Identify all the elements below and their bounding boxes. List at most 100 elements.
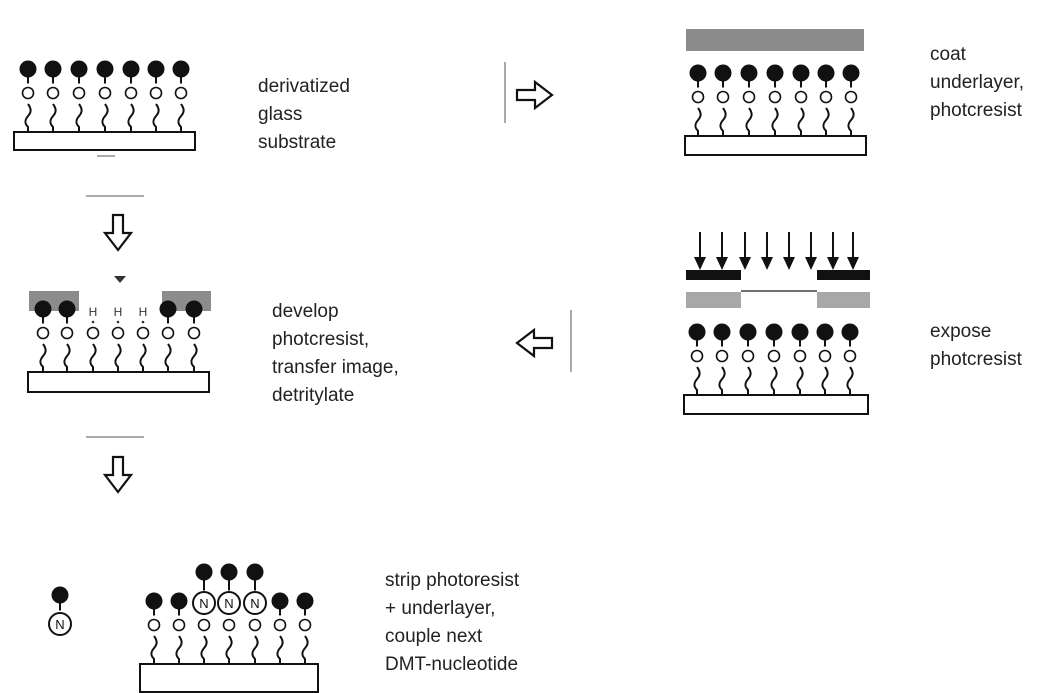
down-process-arrow-icon	[102, 213, 134, 252]
linker-squiggle-icon	[301, 635, 309, 663]
nucleotide-base-circle-icon	[217, 591, 241, 615]
deprotected-hydroxyl-label: H	[139, 305, 148, 319]
uv-light-down-arrow-icon	[847, 257, 859, 270]
nucleotide-base-label: N	[224, 596, 233, 611]
nucleotide-base-label: N	[250, 596, 259, 611]
dmt-filled-circle-icon	[195, 563, 213, 581]
spacer-open-circle-icon	[844, 90, 858, 104]
linker-squiggle-icon	[75, 103, 83, 131]
dmt-filled-circle-icon	[147, 60, 165, 78]
caption-derivatized-substrate: derivatized glass substrate	[258, 73, 350, 157]
spacer-open-circle-icon	[273, 618, 287, 632]
dmt-filled-circle-icon	[122, 60, 140, 78]
spacer-open-circle-icon	[98, 86, 112, 100]
spacer-open-circle-icon	[111, 326, 125, 340]
dmt-filled-circle-icon	[172, 60, 190, 78]
panel-expose	[683, 232, 870, 415]
uv-light-down-arrow-icon	[694, 257, 706, 270]
glass-substrate	[683, 394, 869, 415]
arrow-down-develop	[102, 213, 134, 252]
linker-squiggle-icon	[796, 366, 804, 394]
dmt-filled-circle-icon	[739, 323, 757, 341]
spacer-open-circle-icon	[818, 349, 832, 363]
glass-substrate	[684, 135, 867, 156]
spacer-open-circle-icon	[174, 86, 188, 100]
spacer-open-circle-icon	[72, 86, 86, 100]
dmt-filled-circle-icon	[44, 60, 62, 78]
dmt-filled-circle-icon	[19, 60, 37, 78]
dmt-filled-circle-icon	[740, 64, 758, 82]
caption-expose: expose photcresist	[930, 318, 1022, 374]
dmt-filled-circle-icon	[271, 592, 289, 610]
panel-coat	[684, 29, 867, 156]
spacer-open-circle-icon	[794, 90, 808, 104]
arrow-right-coat	[515, 79, 554, 111]
linker-squiggle-icon	[251, 635, 259, 663]
caption-line: photcresist,	[272, 329, 370, 350]
dmt-filled-circle-icon	[96, 60, 114, 78]
dmt-filled-circle-icon	[185, 300, 203, 318]
caption-line: substrate	[258, 132, 337, 153]
caption-line: underlayer,	[930, 72, 1025, 93]
spacer-open-circle-icon	[149, 86, 163, 100]
spacer-open-circle-icon	[767, 349, 781, 363]
uv-light-down-arrow-icon	[761, 257, 773, 270]
panel-strip: N N N N	[48, 563, 319, 693]
dmt-filled-circle-icon	[842, 64, 860, 82]
caption-line: couple next	[385, 626, 483, 647]
dmt-filled-circle-icon	[296, 592, 314, 610]
linker-squiggle-icon	[63, 343, 71, 371]
nucleotide-base-circle-icon	[48, 612, 72, 636]
dmt-filled-circle-icon	[792, 64, 810, 82]
caption-line: derivatized	[258, 76, 350, 97]
linker-squiggle-icon	[745, 107, 753, 135]
nucleotide-base-label: N	[199, 596, 208, 611]
linker-squiggle-icon	[694, 107, 702, 135]
linker-squiggle-icon	[39, 343, 47, 371]
glass-substrate	[27, 371, 210, 393]
nucleotide-base-label: N	[55, 617, 64, 632]
spacer-open-circle-icon	[60, 326, 74, 340]
spacer-open-circle-icon	[161, 326, 175, 340]
spacer-open-circle-icon	[124, 86, 138, 100]
linker-squiggle-icon	[177, 103, 185, 131]
dmt-filled-circle-icon	[817, 64, 835, 82]
spacer-open-circle-icon	[187, 326, 201, 340]
caption-line: develop	[272, 301, 339, 322]
dmt-filled-circle-icon	[246, 563, 264, 581]
spacer-open-circle-icon	[147, 618, 161, 632]
spacer-open-circle-icon	[741, 349, 755, 363]
spacer-open-circle-icon	[793, 349, 807, 363]
arrow-left-develop	[515, 327, 554, 359]
dmt-filled-circle-icon	[70, 60, 88, 78]
photomask-bar-icon	[817, 270, 870, 280]
caption-line: photcresist	[930, 349, 1022, 370]
dmt-filled-circle-icon	[765, 323, 783, 341]
panel-derivatized-substrate	[13, 60, 196, 157]
caption-coat: coat underlayer, photcresist	[930, 41, 1024, 125]
bond-dot	[91, 320, 95, 324]
uv-light-down-arrow-icon	[716, 257, 728, 270]
linker-squiggle-icon	[150, 635, 158, 663]
linker-squiggle-icon	[847, 107, 855, 135]
unexposed-resist	[686, 292, 741, 308]
glass-substrate	[13, 131, 196, 151]
caption-line: detritylate	[272, 385, 355, 406]
left-process-arrow-icon	[515, 327, 554, 359]
linker-squiggle-icon	[164, 343, 172, 371]
spacer-open-circle-icon	[843, 349, 857, 363]
spacer-open-circle-icon	[197, 618, 211, 632]
spacer-open-circle-icon	[691, 90, 705, 104]
caption-develop: develop photcresist, transfer image, det…	[272, 298, 399, 410]
bond-dot	[116, 320, 120, 324]
dmt-filled-circle-icon	[170, 592, 188, 610]
linker-squiggle-icon	[693, 366, 701, 394]
spacer-open-circle-icon	[715, 349, 729, 363]
linker-squiggle-icon	[152, 103, 160, 131]
linker-squiggle-icon	[770, 366, 778, 394]
scan-artifact	[114, 276, 126, 283]
linker-squiggle-icon	[139, 343, 147, 371]
linker-squiggle-icon	[225, 635, 233, 663]
linker-squiggle-icon	[719, 107, 727, 135]
